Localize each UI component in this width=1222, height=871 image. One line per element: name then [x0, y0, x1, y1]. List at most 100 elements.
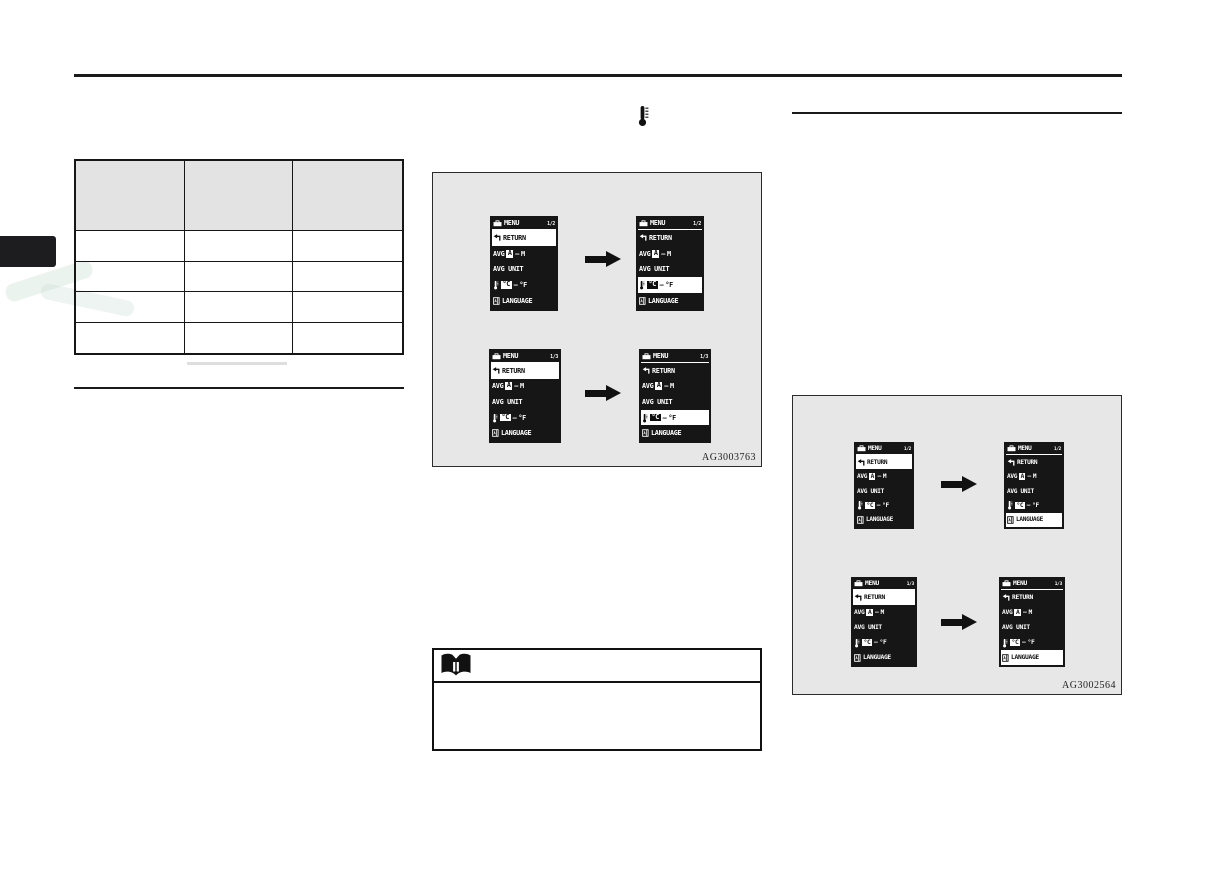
table-header-cell — [184, 161, 294, 231]
toolbox-menu-icon — [857, 445, 866, 452]
thermometer-icon — [1007, 500, 1013, 510]
arrow-right-icon — [585, 251, 621, 267]
page-indicator: 1/2 — [547, 221, 555, 227]
table-cell — [293, 262, 402, 292]
figure-number: AG3003763 — [702, 452, 756, 463]
return-arrow-icon — [854, 594, 862, 601]
thermometer-icon — [493, 280, 499, 290]
page-indicator: 1/3 — [906, 582, 915, 587]
table-cell — [76, 292, 185, 323]
toolbox-menu-icon — [642, 352, 651, 360]
menu-item-return: RETURN — [853, 590, 915, 605]
menu-title: MENU — [1013, 580, 1027, 587]
menu-item-avg-unit: AVG UNIT — [1002, 624, 1030, 631]
menu-title: MENU — [650, 219, 666, 227]
thermometer-icon — [857, 500, 863, 510]
caption-smudge — [187, 362, 287, 365]
arrow-right-icon — [585, 385, 621, 401]
menu-item-temp-unit: °C–°F — [1006, 498, 1062, 512]
left-column-section-rule — [74, 387, 404, 389]
menu-item-avg-unit: AVG UNIT — [639, 265, 670, 274]
menu-item-temp-unit: °C–°F — [638, 277, 702, 294]
menu-item-avg-unit: AVG UNIT — [854, 624, 882, 631]
toolbox-menu-icon — [1007, 445, 1016, 452]
page-indicator: 1/2 — [1053, 447, 1061, 452]
table-cell — [293, 231, 402, 262]
figure-number: AG3002564 — [1062, 680, 1116, 691]
menu-item-avg-unit: AVG UNIT — [857, 487, 884, 495]
menu-item-temp-unit: °C–°F — [492, 277, 556, 293]
menu-item-language: LANGUAGE — [491, 425, 559, 441]
page-indicator: 1/2 — [903, 447, 911, 452]
toolbox-menu-icon — [492, 352, 501, 360]
menu-title: MENU — [868, 445, 882, 452]
note-box — [432, 648, 762, 751]
return-arrow-icon — [1002, 594, 1010, 601]
language-book-icon — [857, 516, 864, 524]
screen-menu-header: MENU 1/2 — [638, 218, 702, 230]
menu-item-temp-unit: °C–°F — [1001, 635, 1063, 650]
table-header-cell — [76, 161, 185, 231]
arrow-right-icon — [941, 614, 977, 630]
arrow-right-icon — [941, 476, 977, 492]
thermometer-icon — [1002, 638, 1008, 648]
return-arrow-icon — [857, 458, 865, 466]
menu-item-language: LANGUAGE — [492, 293, 556, 309]
toolbox-menu-icon — [1002, 580, 1011, 587]
language-book-icon — [492, 429, 499, 437]
return-arrow-icon — [493, 234, 501, 241]
table-cell — [184, 292, 294, 323]
return-arrow-icon — [642, 367, 650, 374]
return-arrow-icon — [1007, 458, 1015, 466]
page-indicator: 1/2 — [693, 221, 701, 227]
menu-item-language: LANGUAGE — [638, 293, 702, 309]
menu-item-avg-unit: AVG UNIT — [1007, 487, 1034, 495]
language-book-icon — [493, 297, 500, 305]
menu-item-language: LANGUAGE — [641, 425, 709, 441]
table-cell — [76, 231, 185, 262]
menu-item-language: LANGUAGE — [853, 650, 915, 665]
thermometer-icon — [854, 638, 860, 648]
menu-item-language: LANGUAGE — [1001, 650, 1063, 665]
menu-item-avg-unit: AVG UNIT — [493, 265, 524, 274]
screen-menu-header: MENU 1/2 — [1006, 444, 1062, 455]
menu-title: MENU — [1018, 445, 1032, 452]
menu-item-temp-unit: °C–°F — [853, 635, 915, 650]
page-indicator: 1/3 — [550, 354, 558, 360]
table-cell — [293, 292, 402, 323]
thermometer-icon — [639, 280, 645, 290]
language-book-icon — [639, 297, 646, 305]
menu-item-temp-unit: °C–°F — [641, 409, 709, 426]
page-top-rule — [74, 74, 1122, 77]
right-column-heading-rule — [792, 112, 1122, 114]
table-cell — [185, 322, 294, 353]
table-cell — [293, 323, 402, 354]
thermometer-icon — [492, 413, 498, 423]
table-cell — [184, 261, 294, 292]
menu-item-temp-unit: °C–°F — [491, 410, 559, 426]
menu-title: MENU — [653, 352, 669, 360]
return-arrow-icon — [492, 367, 500, 374]
language-book-icon — [642, 429, 649, 437]
menu-item-return: RETURN — [1006, 455, 1062, 469]
thermometer-icon — [637, 105, 650, 127]
page-indicator: 1/3 — [700, 354, 708, 360]
menu-item-temp-unit: °C–°F — [856, 498, 912, 512]
